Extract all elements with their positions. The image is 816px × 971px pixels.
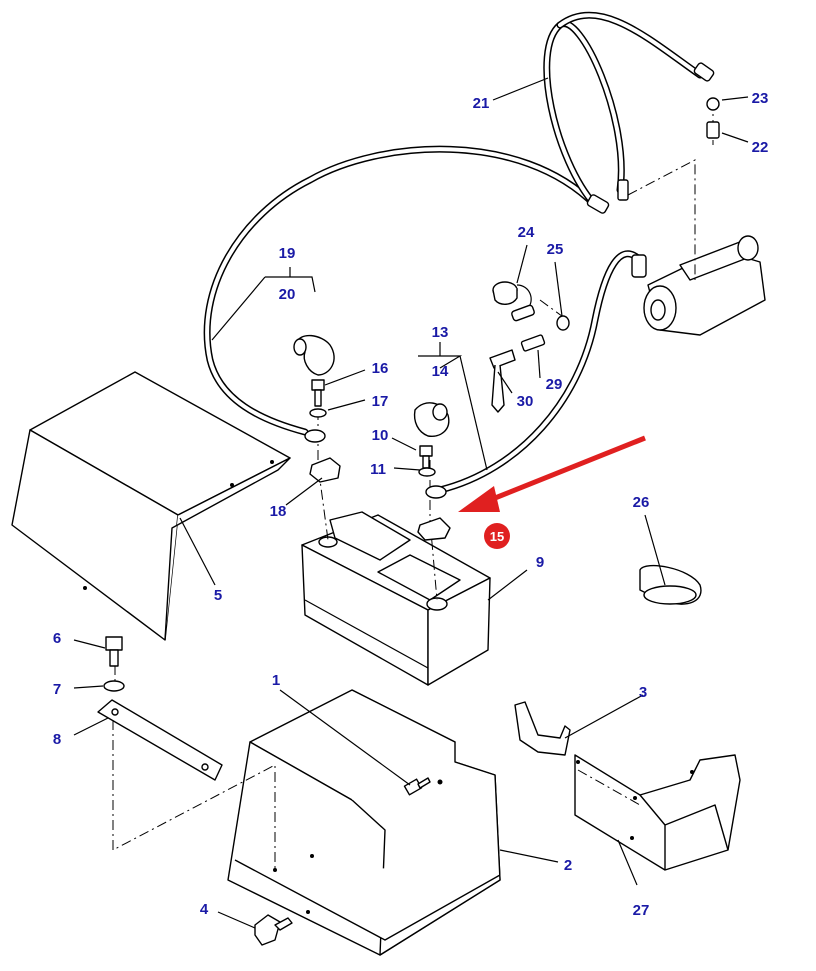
hook xyxy=(514,701,571,756)
label-19: 19 xyxy=(279,245,296,262)
callout-labels: 1 2 3 4 5 6 7 8 9 10 11 13 14 16 17 18 1… xyxy=(53,90,769,919)
hardware xyxy=(103,97,720,946)
label-17: 17 xyxy=(372,393,389,410)
label-4: 4 xyxy=(200,901,209,918)
mounting-bracket xyxy=(574,754,741,871)
label-13: 13 xyxy=(432,324,449,341)
battery-strap xyxy=(97,699,223,781)
label-15: 15 xyxy=(490,529,504,544)
label-7: 7 xyxy=(53,681,61,698)
label-9: 9 xyxy=(536,554,544,571)
highlight-badge-15: 15 xyxy=(484,523,510,549)
label-6: 6 xyxy=(53,630,61,647)
label-3: 3 xyxy=(639,684,647,701)
cable-13 xyxy=(436,250,647,494)
label-2: 2 xyxy=(564,857,572,874)
label-20: 20 xyxy=(279,286,296,303)
label-29: 29 xyxy=(546,376,563,393)
label-30: 30 xyxy=(517,393,534,410)
label-8: 8 xyxy=(53,731,61,748)
leader-lines xyxy=(73,77,749,929)
label-5: 5 xyxy=(214,587,222,604)
label-16: 16 xyxy=(372,360,389,377)
label-25: 25 xyxy=(547,241,564,258)
label-14: 14 xyxy=(432,363,449,380)
label-26: 26 xyxy=(633,494,650,511)
battery-cover xyxy=(11,371,291,641)
label-1: 1 xyxy=(272,672,280,689)
battery xyxy=(301,511,491,686)
starter-motor xyxy=(643,235,766,336)
cable-21 xyxy=(203,11,715,436)
highlight-arrow xyxy=(458,435,646,512)
label-10: 10 xyxy=(372,427,389,444)
label-18: 18 xyxy=(270,503,287,520)
label-22: 22 xyxy=(752,139,769,156)
label-27: 27 xyxy=(633,902,650,919)
label-24: 24 xyxy=(518,224,535,241)
battery-tray xyxy=(227,689,501,956)
label-11: 11 xyxy=(370,461,386,478)
label-21: 21 xyxy=(473,95,490,112)
label-23: 23 xyxy=(752,90,769,107)
